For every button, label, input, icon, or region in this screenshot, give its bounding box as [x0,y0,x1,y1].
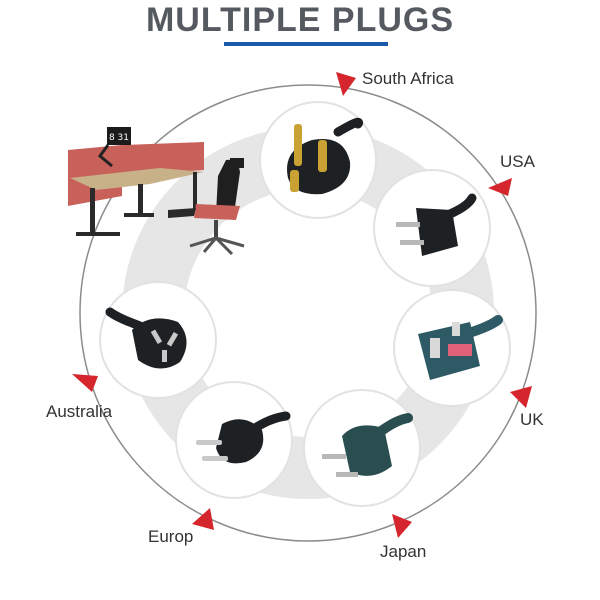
plug-uk [393,289,511,407]
chair-back [216,159,240,214]
desk-leg [193,172,197,212]
title-underline [224,42,388,46]
plug-usa [373,169,491,287]
desk-foot [124,213,154,217]
desk-top [70,168,204,190]
desk-leg [138,184,143,214]
label-uk: UK [520,410,544,429]
marker-europe [192,508,214,530]
page-title: MULTIPLE PLUGS [145,1,455,39]
plug-japan [303,389,421,507]
plug-south-africa [259,101,377,219]
chair-headrest [230,158,244,168]
outer-ring-line [79,84,537,542]
chair-base [189,236,245,256]
chair-footrest [168,208,196,218]
marker-south-africa [336,72,356,96]
label-australia: Australia [46,402,113,421]
marker-usa [488,178,512,196]
marker-japan [392,514,412,538]
marker-australia [72,374,98,392]
usa-plug-icon [416,208,458,256]
europe-plug-icon [216,419,264,464]
desk-leg [90,188,95,232]
australia-plug-icon [132,318,187,369]
monitor-arm [97,144,113,168]
monitor-clock: 8 31 [109,133,129,143]
marker-uk [510,386,532,408]
label-japan: Japan [380,542,427,561]
chair-column [214,220,218,238]
plug-australia [99,281,217,399]
chair-seat [194,204,240,220]
monitor [107,127,131,145]
desk-panel-right [122,142,204,176]
desk-foot [76,232,120,236]
label-europe: Europ [148,527,194,546]
label-usa: USA [500,152,535,171]
plug-europe [175,381,293,499]
japan-plug-icon [342,425,392,476]
desk-chair-illustration: 8 31 [68,127,245,256]
label-south-africa: South Africa [362,69,454,88]
